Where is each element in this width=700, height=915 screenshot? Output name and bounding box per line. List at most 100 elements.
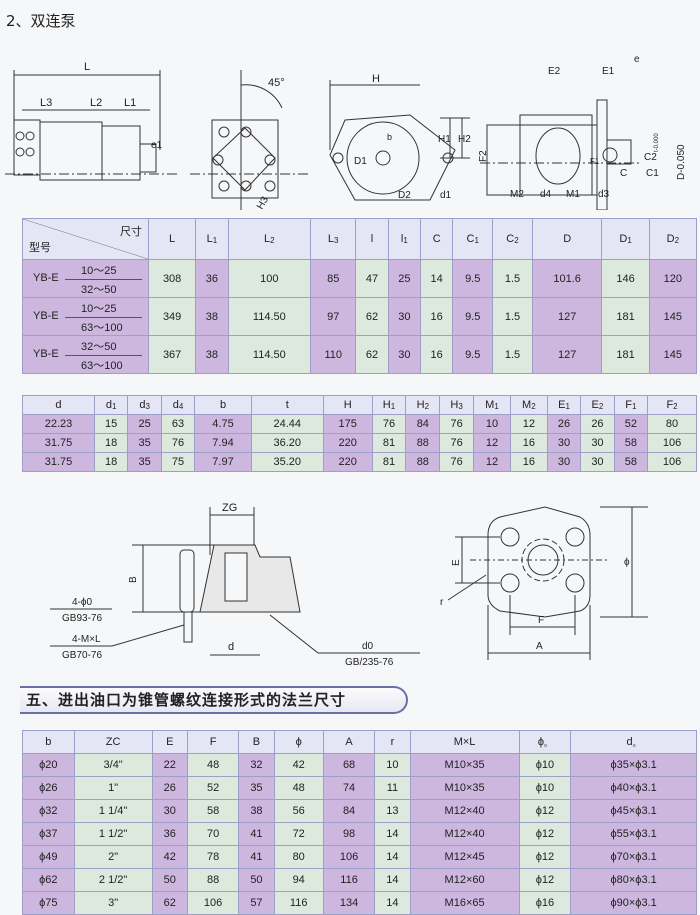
flange-section-view: ZG B d 4-ϕ0 GB93-76 4-M×L GB70-76 d0 GB/…	[50, 502, 420, 668]
header-subscript: 1	[112, 402, 117, 411]
table-cell: 15	[93, 414, 129, 434]
table-cell: ϕ49	[22, 845, 75, 869]
table-cell: 220	[322, 433, 373, 453]
table-cell: 30	[387, 297, 422, 336]
header-symbol: F	[209, 736, 217, 748]
table-cell: 120	[648, 259, 698, 298]
table-cell: 52	[613, 414, 649, 434]
table-cell: 106	[647, 433, 697, 453]
column-header: D1	[601, 218, 650, 260]
dim-phi: ϕ	[624, 557, 630, 568]
table-cell: 13	[374, 799, 411, 823]
table-cell: 36	[195, 259, 229, 298]
header-symbol: D	[563, 233, 572, 245]
table-cell: 58	[613, 452, 649, 472]
column-header: b	[22, 730, 75, 754]
table-cell: 101.6	[531, 259, 603, 298]
header-symbol: E	[166, 736, 174, 748]
table-cell: ϕ16	[518, 891, 572, 915]
table-cell: 25	[127, 414, 162, 434]
table-cell: 12	[509, 414, 548, 434]
dim-M2: M2	[510, 189, 524, 200]
header-subscript: 2	[674, 236, 680, 245]
fraction-line	[65, 316, 142, 318]
dim-e: e	[634, 54, 640, 65]
dim-F1: F1	[590, 157, 600, 166]
screw-standard: GB70-76	[62, 650, 102, 661]
table-cell: 18	[93, 452, 129, 472]
header-symbol: d	[139, 399, 146, 411]
header-symbol: C	[466, 233, 475, 245]
table-cell: ϕ70×ϕ3.1	[570, 845, 697, 869]
table-cell: 36.20	[250, 433, 324, 453]
header-symbol: b	[219, 399, 227, 411]
dim-b: b	[387, 132, 392, 142]
table-cell: 48	[186, 753, 240, 777]
column-header: d。	[570, 730, 697, 754]
table-cell: 145	[648, 335, 698, 374]
table-cell: 11	[374, 776, 411, 800]
column-header: F	[186, 730, 240, 754]
table-cell: 2 1/2"	[73, 868, 153, 892]
oring-spec: d0	[362, 641, 374, 652]
table-cell: 1.5	[492, 297, 533, 336]
table-cell: 127	[531, 335, 603, 374]
column-header: B	[238, 730, 275, 754]
table-cell: 42	[273, 753, 324, 777]
table-cell: 80	[273, 845, 324, 869]
table-cell: 9.5	[452, 335, 494, 374]
table-cell: ϕ40×ϕ3.1	[570, 776, 697, 800]
table-cell: 181	[601, 297, 650, 336]
table-cell: 88	[405, 452, 441, 472]
table-cell: 76	[371, 414, 407, 434]
header-subscript: 4	[178, 402, 184, 411]
table-cell: 30	[546, 433, 582, 453]
table-cell: 62	[355, 335, 389, 374]
column-header: d4	[160, 395, 196, 415]
table-cell: 1.5	[492, 259, 533, 298]
table-cell: 9.5	[452, 297, 494, 336]
header-symbol: ϕ	[295, 736, 302, 748]
table-cell: 25	[387, 259, 422, 298]
table-cell: 18	[93, 433, 129, 453]
table-cell: 38	[238, 799, 275, 823]
header-symbol: F	[625, 399, 632, 411]
table-cell: 146	[601, 259, 650, 298]
corner-size-label: 尺寸	[120, 225, 142, 238]
table-cell: 106	[186, 891, 240, 915]
table-cell: 7.94	[194, 433, 252, 453]
corner-header: 尺寸型号	[22, 218, 149, 260]
table-cell: ϕ12	[518, 799, 572, 823]
table-cell: 26	[580, 414, 615, 434]
table-cell: 3/4"	[73, 753, 153, 777]
header-subscript: 2	[424, 402, 430, 411]
header-symbol: L	[169, 233, 176, 245]
table-cell: 134	[322, 891, 376, 915]
table-cell: 88	[405, 433, 441, 453]
table-cell: 68	[322, 753, 376, 777]
column-header: d	[22, 395, 95, 415]
pump-drawings: L L3 L2 L1 e1 45° H3 H H1 H2 b D1 D2 d1	[5, 54, 687, 210]
header-symbol: A	[345, 736, 353, 748]
table-cell: 114.50	[227, 297, 312, 336]
column-header: t	[250, 395, 324, 415]
table-cell: 114.50	[227, 335, 312, 374]
table-cell: 63	[160, 414, 196, 434]
dim-d3: d3	[598, 189, 610, 200]
table-cell: ϕ26	[22, 776, 75, 800]
dim-E1: E1	[602, 66, 615, 77]
dim-H1: H1	[438, 134, 451, 145]
header-subscript: 2	[531, 402, 536, 411]
dim-H: H	[372, 73, 380, 85]
column-header: H1	[371, 395, 407, 415]
table-cell: 10	[374, 753, 411, 777]
column-header: E2	[580, 395, 615, 415]
table-cell: 52	[186, 776, 240, 800]
table-cell: 16	[419, 297, 454, 336]
table-cell: 26	[151, 776, 188, 800]
